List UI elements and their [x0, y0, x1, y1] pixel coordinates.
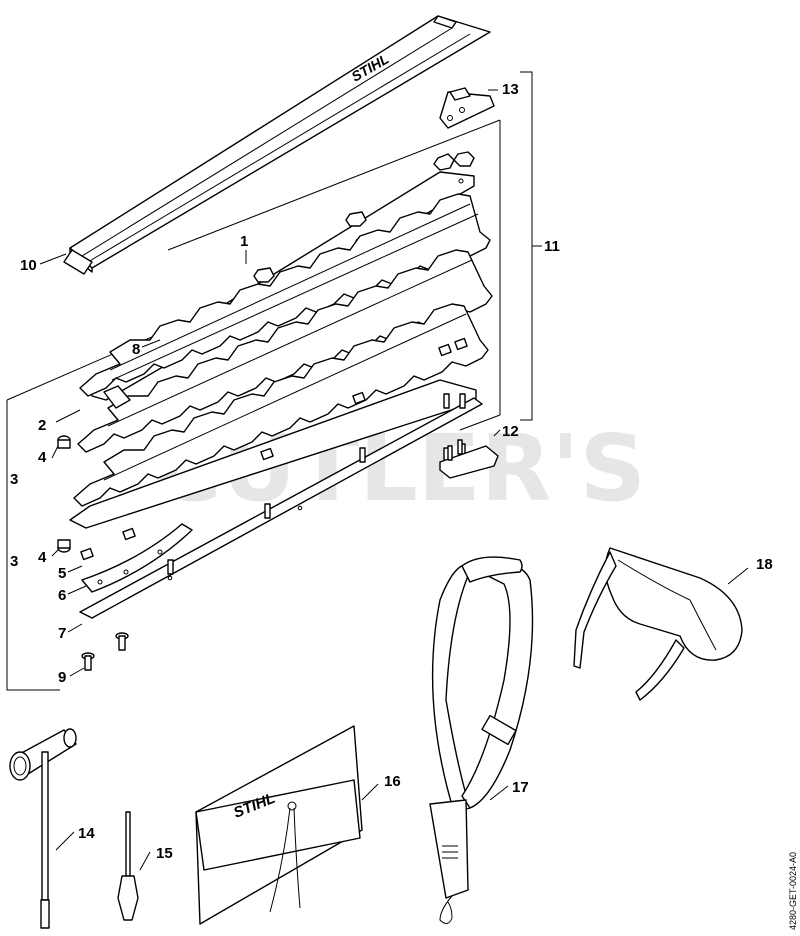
callout-1: 1: [240, 233, 248, 250]
callout-13: 13: [502, 81, 519, 98]
combination-wrench[interactable]: [9, 728, 77, 929]
callout-18: 18: [756, 556, 773, 573]
callout-4a: 4: [38, 449, 47, 466]
bracket-11: [520, 71, 533, 421]
sleeves-4[interactable]: [57, 435, 71, 553]
callout-16: 16: [384, 773, 401, 790]
callout-12: 12: [502, 423, 519, 440]
blade-assembly-frame: [6, 119, 501, 691]
callout-17: 17: [512, 779, 529, 796]
lower-cutter-blade[interactable]: [73, 303, 489, 507]
callout-labels: 1 2 3 4 3 4 5 6 7 8 9 10 11 12 13 14 15 …: [10, 81, 773, 862]
callout-9: 9: [58, 669, 66, 686]
flat-bar-2[interactable]: [103, 385, 131, 409]
callout-2: 2: [38, 417, 46, 434]
callout-11: 11: [544, 238, 560, 255]
callout-3a: 3: [10, 471, 18, 488]
flat-bar-7[interactable]: [79, 397, 483, 619]
callout-4b: 4: [38, 549, 47, 566]
callout-5: 5: [58, 565, 66, 582]
tool-pouch[interactable]: STIHL: [195, 725, 363, 925]
callout-6: 6: [58, 587, 66, 604]
callout-3b: 3: [10, 553, 18, 570]
screwdriver[interactable]: [117, 811, 139, 921]
callout-14: 14: [78, 825, 95, 842]
drawing-code: 4280-GET-0024-A0: [788, 852, 798, 930]
callout-8: 8: [132, 341, 140, 358]
screws-9[interactable]: [81, 632, 129, 671]
leader-lines: [39, 89, 749, 871]
spacer-blocks: [80, 337, 468, 561]
guard-bracket-13[interactable]: [439, 87, 495, 129]
callout-10: 10: [20, 257, 37, 274]
wear-plate-6[interactable]: [81, 523, 193, 593]
callout-7: 7: [58, 625, 66, 642]
harness-strap[interactable]: [429, 556, 534, 924]
blade-guard[interactable]: STIHL: [63, 15, 491, 275]
safety-glasses[interactable]: [573, 547, 743, 701]
bracket-12[interactable]: [439, 439, 499, 479]
callout-15: 15: [156, 845, 173, 862]
